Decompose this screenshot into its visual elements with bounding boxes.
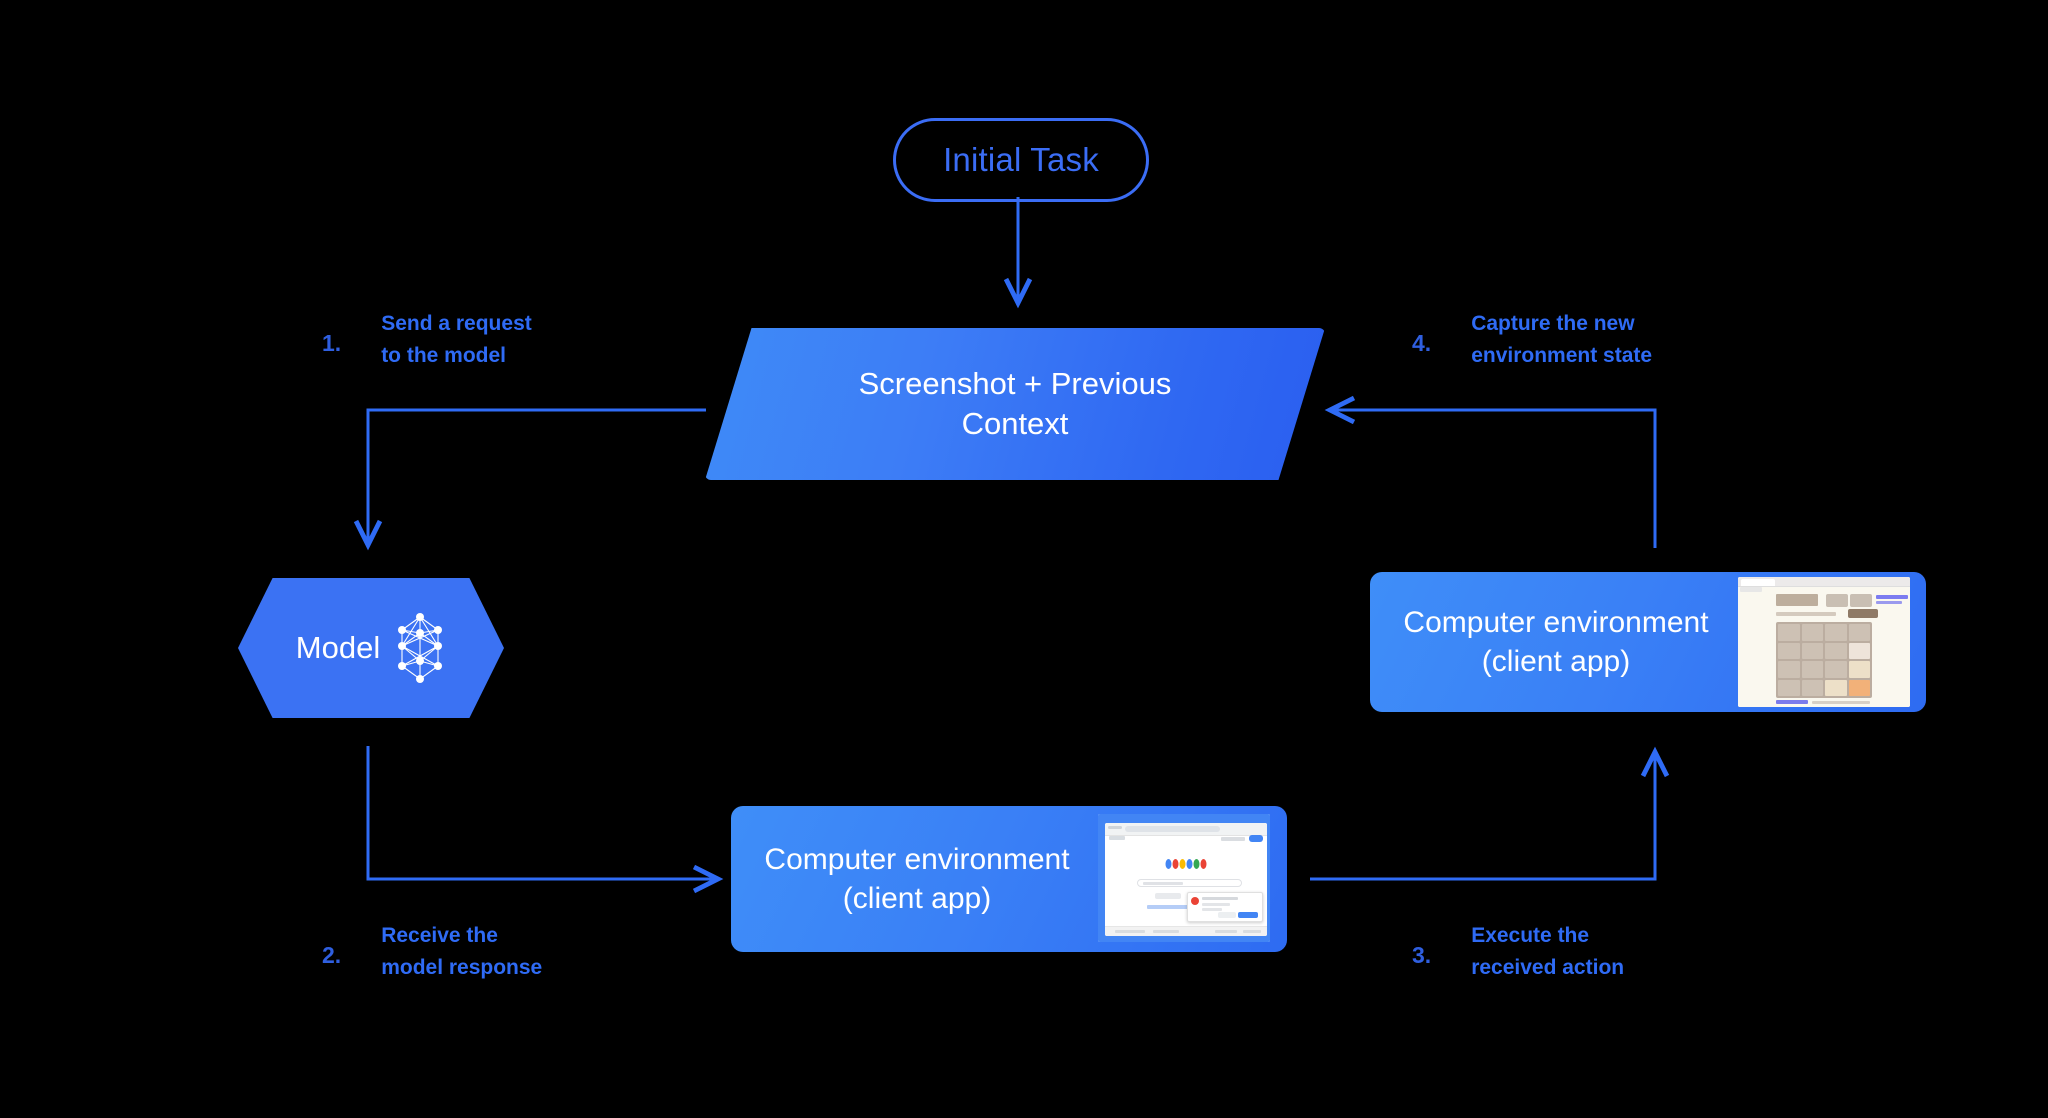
- step-4-number: 4.: [1412, 330, 1432, 356]
- initial-task-node[interactable]: Initial Task: [893, 118, 1149, 202]
- browser-toolbar: [1738, 577, 1910, 587]
- grid-cell-tile: [1825, 679, 1847, 696]
- grid-cell: [1778, 642, 1800, 659]
- step-2-text: Receive the model response: [381, 924, 543, 979]
- dialog-text-line2: [1202, 908, 1222, 911]
- browser-tab: [1741, 578, 1775, 586]
- footer-text: [1812, 701, 1870, 704]
- step-1: 1. Send a request to the model: [322, 308, 532, 371]
- header-links: [1221, 837, 1245, 841]
- env-right-thumbnail-2048: [1738, 577, 1910, 707]
- grid-cell: [1801, 642, 1823, 659]
- env-bottom-label: Computer environment (client app): [737, 840, 1097, 918]
- step-4-text: Capture the new environment state: [1471, 312, 1653, 367]
- grid-cell: [1801, 679, 1823, 696]
- step-4: 4. Capture the new environment state: [1412, 308, 1652, 371]
- context-label-line2: Context: [961, 406, 1069, 441]
- neural-network-icon: [398, 613, 443, 683]
- arrow-step2-model-to-env-bottom: [366, 746, 724, 894]
- footer-link: [1776, 700, 1808, 704]
- dialog-icon: [1191, 897, 1199, 905]
- env-bottom-thumbnail-google: [1098, 814, 1270, 942]
- env-bottom-label-line1: Computer environment: [764, 843, 1070, 876]
- signin-dialog: [1187, 892, 1263, 922]
- google-logo: [1165, 859, 1207, 869]
- model-node[interactable]: Model: [238, 578, 504, 718]
- grid-cell: [1778, 661, 1800, 678]
- grid-cell: [1825, 661, 1847, 678]
- env-right-label-line1: Computer environment: [1403, 606, 1709, 639]
- new-game-button: [1848, 609, 1878, 618]
- footer-link: [1115, 930, 1145, 933]
- arrow-step4-env-right-to-context: [1324, 395, 1657, 548]
- step-3: 3. Execute the received action: [1412, 920, 1624, 983]
- game-grid: [1776, 622, 1872, 698]
- env-bottom-label-line2: (client app): [842, 882, 992, 915]
- score-box: [1826, 594, 1848, 607]
- grid-cell: [1848, 624, 1870, 641]
- context-node[interactable]: Screenshot + Previous Context: [705, 328, 1325, 480]
- grid-cell-tile: [1848, 661, 1870, 678]
- grid-cell: [1778, 624, 1800, 641]
- nav-buttons: [1108, 826, 1122, 829]
- instructions-text: [1776, 612, 1836, 616]
- grid-cell: [1778, 679, 1800, 696]
- env-right-label-line2: (client app): [1481, 645, 1631, 678]
- header-link-secondary: [1876, 601, 1902, 604]
- bookmark-bar: [1109, 836, 1125, 840]
- footer-link: [1215, 930, 1237, 933]
- arrow-step3-env-bottom-to-env-right: [1310, 746, 1670, 881]
- address-bar: [1740, 587, 1762, 592]
- step-2: 2. Receive the model response: [322, 920, 542, 983]
- search-input: [1137, 879, 1242, 887]
- context-shape: [705, 328, 1325, 480]
- model-content: Model: [238, 578, 504, 718]
- footer-link: [1243, 930, 1261, 933]
- grid-cell-tile: [1848, 679, 1870, 696]
- promo-link: [1147, 905, 1217, 909]
- grid-cell: [1825, 624, 1847, 641]
- arrow-step1-context-to-model: [353, 408, 706, 551]
- env-right-label: Computer environment (client app): [1376, 603, 1736, 681]
- step-1-text: Send a request to the model: [381, 312, 532, 367]
- context-label-line1: Screenshot + Previous: [858, 366, 1172, 402]
- model-shape: [238, 578, 504, 718]
- step-1-number: 1.: [322, 330, 342, 356]
- dialog-secondary-button: [1218, 912, 1236, 918]
- step-3-number: 3.: [1412, 942, 1432, 968]
- step-3-text: Execute the received action: [1471, 924, 1625, 979]
- google-search-button: [1155, 893, 1181, 899]
- dialog-title: [1202, 897, 1238, 900]
- dialog-primary-button: [1238, 912, 1258, 918]
- initial-task-label: Initial Task: [943, 141, 1099, 178]
- grid-cell: [1801, 661, 1823, 678]
- footer-link: [1153, 930, 1179, 933]
- header-link: [1876, 595, 1908, 599]
- page-footer: [1105, 926, 1267, 936]
- site-logo-2048: [1776, 594, 1818, 606]
- dialog-text-line1: [1202, 903, 1230, 906]
- model-label: Model: [295, 630, 381, 665]
- search-placeholder: [1143, 882, 1183, 885]
- best-score-box: [1850, 594, 1872, 607]
- omnibox: [1125, 825, 1220, 832]
- grid-cell: [1801, 624, 1823, 641]
- step-2-number: 2.: [322, 942, 342, 968]
- browser-window: [1105, 823, 1267, 936]
- avatar: [1249, 835, 1263, 842]
- grid-cell: [1825, 642, 1847, 659]
- grid-cell-tile: [1848, 642, 1870, 659]
- context-label: Screenshot + Previous Context: [705, 328, 1325, 480]
